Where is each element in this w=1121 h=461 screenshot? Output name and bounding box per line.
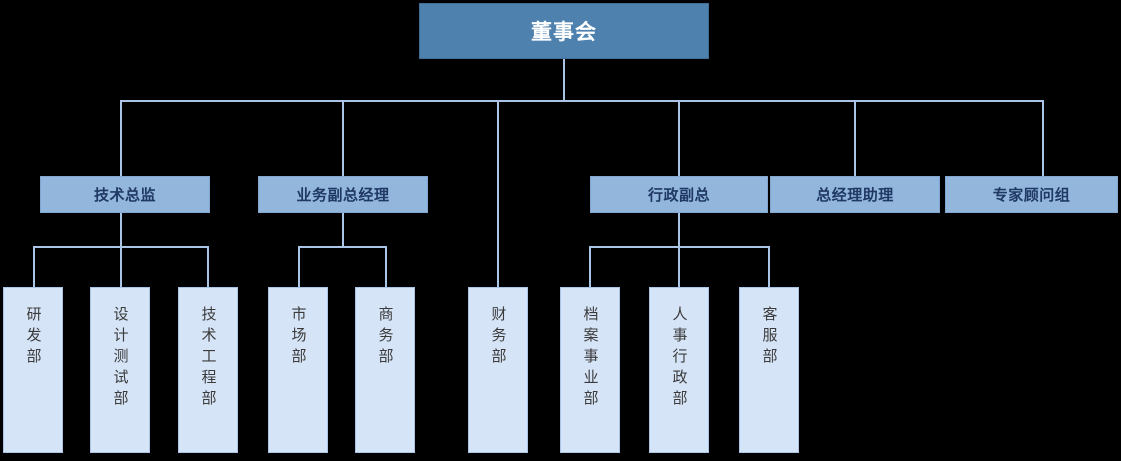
node-label: 专家顾问组 xyxy=(992,187,1071,204)
node-label: 研发部 xyxy=(24,306,42,369)
node-expert-advisory-group[interactable]: 专家顾问组 xyxy=(945,176,1118,213)
node-admin-vp[interactable]: 行政副总 xyxy=(590,176,768,213)
connector-business-vp-bus xyxy=(298,246,387,248)
connector-drop-commerce-dept xyxy=(385,246,387,288)
connector-business-vp-stem xyxy=(342,212,344,248)
node-label: 档案事业部 xyxy=(581,306,599,411)
node-label: 商务部 xyxy=(376,306,394,369)
node-label: 业务副总经理 xyxy=(296,187,390,204)
node-label: 总经理助理 xyxy=(816,187,894,204)
connector-drop-rnd-dept xyxy=(33,246,35,288)
node-label: 行政副总 xyxy=(647,187,710,204)
connector-drop-business-vp xyxy=(342,100,344,177)
node-board-of-directors[interactable]: 董事会 xyxy=(419,3,709,59)
node-marketing-dept[interactable]: 市场部 xyxy=(268,287,328,453)
connector-root-stem xyxy=(563,58,565,101)
connector-level2-bus xyxy=(120,100,1044,102)
node-label: 技术工程部 xyxy=(199,306,217,411)
node-design-test-dept[interactable]: 设计测试部 xyxy=(90,287,150,453)
node-tech-engineering-dept[interactable]: 技术工程部 xyxy=(178,287,238,453)
node-gm-assistant[interactable]: 总经理助理 xyxy=(770,176,940,213)
node-label: 设计测试部 xyxy=(111,306,129,411)
connector-drop-admin-vp xyxy=(678,100,680,177)
node-label: 技术总监 xyxy=(93,187,156,204)
node-rnd-dept[interactable]: 研发部 xyxy=(3,287,63,453)
connector-drop-marketing-dept xyxy=(298,246,300,288)
connector-drop-hr-admin-dept xyxy=(678,246,680,288)
connector-drop-tech-director xyxy=(120,100,122,177)
connector-drop-tech-engineering-dept xyxy=(207,246,209,288)
node-hr-admin-dept[interactable]: 人事行政部 xyxy=(649,287,709,453)
node-label: 人事行政部 xyxy=(670,306,688,411)
connector-drop-archive-dept xyxy=(589,246,591,288)
connector-drop-expert-group xyxy=(1042,100,1044,177)
node-label: 财务部 xyxy=(489,306,507,369)
node-customer-service-dept[interactable]: 客服部 xyxy=(739,287,799,453)
connector-drop-customer-service-dept xyxy=(768,246,770,288)
connector-tech-director-stem xyxy=(120,212,122,248)
connector-drop-finance-dept xyxy=(497,100,499,288)
node-commerce-dept[interactable]: 商务部 xyxy=(355,287,415,453)
connector-drop-design-test-dept xyxy=(120,246,122,288)
node-finance-dept[interactable]: 财务部 xyxy=(468,287,528,453)
node-label: 市场部 xyxy=(289,306,307,369)
node-archive-dept[interactable]: 档案事业部 xyxy=(560,287,620,453)
connector-drop-gm-assistant xyxy=(854,100,856,177)
connector-admin-vp-stem xyxy=(678,212,680,248)
node-label: 客服部 xyxy=(760,306,778,369)
node-business-vp[interactable]: 业务副总经理 xyxy=(258,176,428,213)
node-label: 董事会 xyxy=(531,21,597,44)
node-tech-director[interactable]: 技术总监 xyxy=(40,176,210,213)
